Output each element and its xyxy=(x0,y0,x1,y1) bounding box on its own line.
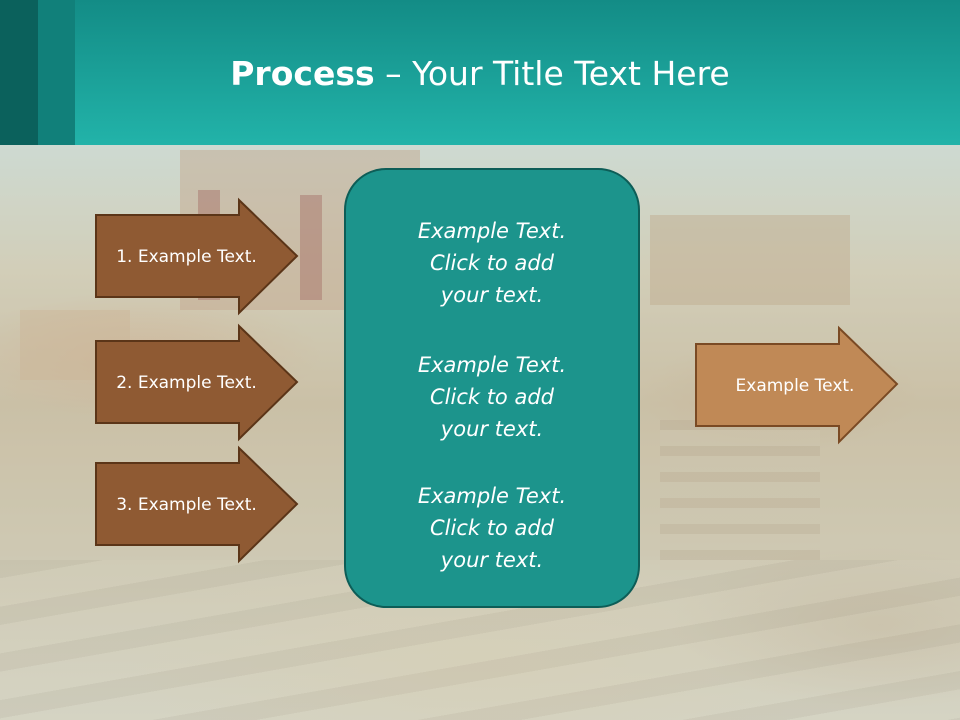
process-arrow-3[interactable]: 3. Example Text. xyxy=(95,445,299,564)
panel-text-block: Example Text. Click to add your text. xyxy=(417,219,567,307)
arrow-label: 3. Example Text. xyxy=(116,494,257,515)
header-accent-dark xyxy=(0,0,38,145)
arrow-shape xyxy=(695,325,899,445)
arrow-label: Example Text. xyxy=(735,375,855,396)
slide-title[interactable]: Process – Your Title Text Here xyxy=(75,50,885,98)
arrow-label: 1. Example Text. xyxy=(116,246,257,267)
ruin-column xyxy=(300,195,322,300)
ruin-steps xyxy=(660,420,820,570)
title-dash: – xyxy=(374,54,413,93)
arrow-label: 2. Example Text. xyxy=(116,372,257,393)
title-band: Process – Your Title Text Here xyxy=(0,0,960,145)
arrow-shape xyxy=(95,445,299,564)
process-arrow-1[interactable]: 1. Example Text. xyxy=(95,197,299,316)
center-text-panel[interactable]: Example Text. Click to add your text. Ex… xyxy=(344,168,640,608)
title-rest: Your Title Text Here xyxy=(412,54,730,93)
panel-text-block: Example Text. Click to add your text. xyxy=(417,353,567,441)
title-bold: Process xyxy=(230,54,375,93)
result-arrow[interactable]: Example Text. xyxy=(695,325,899,445)
ruin-building-right xyxy=(650,215,850,305)
arrow-shape xyxy=(95,197,299,316)
process-arrow-2[interactable]: 2. Example Text. xyxy=(95,323,299,442)
arrow-shape xyxy=(95,323,299,442)
header-accent-mid xyxy=(38,0,75,145)
panel-text-block: Example Text. Click to add your text. xyxy=(417,484,567,572)
